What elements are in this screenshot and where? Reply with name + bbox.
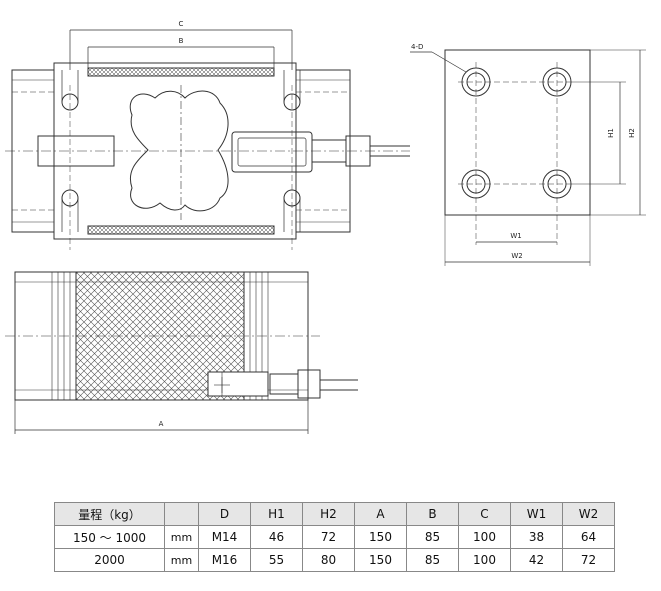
cell-unit: mm	[164, 525, 199, 549]
cell-h1: 55	[250, 548, 303, 572]
dim-w1-label: W1	[510, 232, 521, 240]
table-row: 2000 mm M16 55 80 150 85 100 42 72	[54, 548, 615, 572]
table-header-row: 量程（kg） D H1 H2 A B C W1 W2	[54, 502, 615, 526]
cell-d: M14	[198, 525, 251, 549]
cell-w2: 72	[562, 548, 615, 572]
cell-capacity: 150 ～ 1000	[54, 525, 165, 549]
dimension-a: A	[14, 400, 309, 434]
table-row: 150 ～ 1000 mm M14 46 72 150 85 100 38 64	[54, 525, 615, 549]
header-capacity: 量程（kg）	[54, 502, 165, 526]
header-w2: W2	[562, 502, 615, 526]
dimension-b: B	[87, 37, 275, 72]
header-d: D	[198, 502, 251, 526]
dim-a-label: A	[159, 420, 164, 428]
header-c: C	[458, 502, 511, 526]
right-end-block	[295, 69, 351, 233]
cell-w1: 42	[510, 548, 563, 572]
cell-c: 100	[458, 525, 511, 549]
header-h1: H1	[250, 502, 303, 526]
cell-b: 85	[406, 525, 459, 549]
header-h2: H2	[302, 502, 355, 526]
side-connector	[207, 369, 358, 399]
cell-h1: 46	[250, 525, 303, 549]
cell-h2: 72	[302, 525, 355, 549]
hole-callout-label: 4-D	[411, 43, 423, 51]
cell-a: 150	[354, 548, 407, 572]
top-hatch-strip	[87, 67, 275, 77]
bottom-hatch-strip	[87, 225, 275, 235]
cell-w2: 64	[562, 525, 615, 549]
plate-holes	[461, 67, 572, 199]
cell-a: 150	[354, 525, 407, 549]
mount-plate	[444, 49, 591, 216]
dimension-w1: W1	[476, 232, 557, 243]
cell-h2: 80	[302, 548, 355, 572]
spec-table: 量程（kg） D H1 H2 A B C W1 W2 150 ～ 1000 mm…	[54, 502, 615, 572]
dim-h2-label: H2	[628, 128, 636, 138]
dim-h1-label: H1	[607, 128, 615, 138]
dim-w2-label: W2	[511, 252, 522, 260]
technical-drawing: C B	[5, 20, 646, 434]
dim-c-label: C	[179, 20, 184, 28]
header-unit	[164, 502, 199, 526]
dimension-h2: H2	[590, 49, 646, 216]
cell-d: M16	[198, 548, 251, 572]
hole-callout: 4-D	[410, 43, 467, 73]
header-w1: W1	[510, 502, 563, 526]
header-b: B	[406, 502, 459, 526]
side-view: A	[5, 271, 358, 434]
header-a: A	[354, 502, 407, 526]
cell-b: 85	[406, 548, 459, 572]
cell-c: 100	[458, 548, 511, 572]
cell-unit: mm	[164, 548, 199, 572]
top-view: C B	[5, 20, 410, 250]
strain-cutout	[129, 90, 229, 212]
cell-capacity: 2000	[54, 548, 165, 572]
dim-b-label: B	[179, 37, 184, 45]
mount-plate-view: 4-D H1 H2 W1 W2	[410, 43, 646, 266]
dimension-h1: H1	[572, 81, 626, 185]
dimension-w2: W2	[444, 215, 591, 266]
cell-w1: 38	[510, 525, 563, 549]
